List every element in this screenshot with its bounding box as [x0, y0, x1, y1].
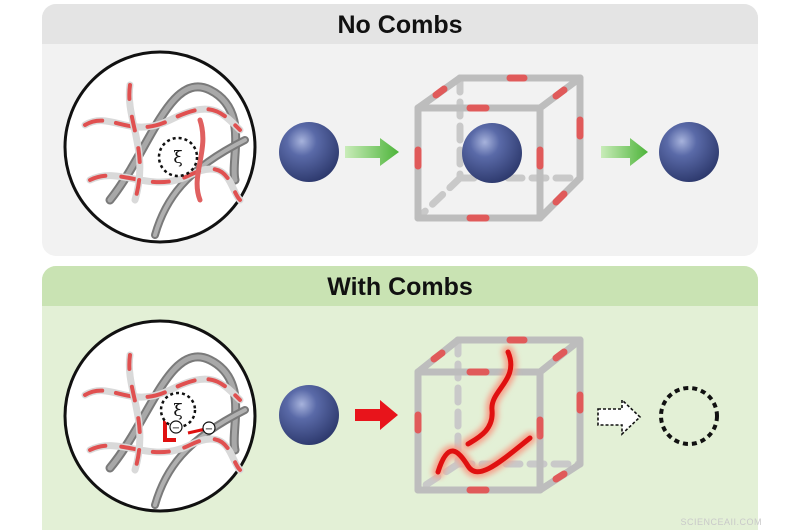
top-green-arrow-1	[345, 138, 399, 166]
comb-chains	[432, 346, 536, 478]
top-mesh-size-label: ξ	[173, 148, 182, 168]
no-combs-title: No Combs	[42, 4, 758, 44]
with-combs-title: With Combs	[42, 266, 758, 306]
top-particle-in-cube	[462, 123, 522, 183]
charge-1: −	[169, 420, 183, 434]
top-particle-2	[659, 122, 719, 182]
watermark: SCIENCEAII.COM	[680, 517, 762, 527]
dashed-outline-arrow	[597, 398, 642, 436]
absent-particle-outline	[659, 386, 719, 446]
bottom-cube	[414, 336, 584, 494]
svg-text:−: −	[172, 423, 180, 434]
svg-text:−: −	[205, 424, 213, 435]
top-green-arrow-2	[601, 138, 648, 166]
top-cube	[414, 74, 584, 222]
bottom-mesh-circle: ξ − −	[63, 319, 257, 513]
charge-2: −	[202, 421, 216, 435]
bottom-particle	[279, 385, 339, 445]
top-particle-1	[279, 122, 339, 182]
bottom-mesh-size-label: ξ	[173, 401, 182, 421]
bottom-red-arrow	[355, 400, 398, 430]
top-mesh-circle: ξ	[63, 50, 257, 244]
